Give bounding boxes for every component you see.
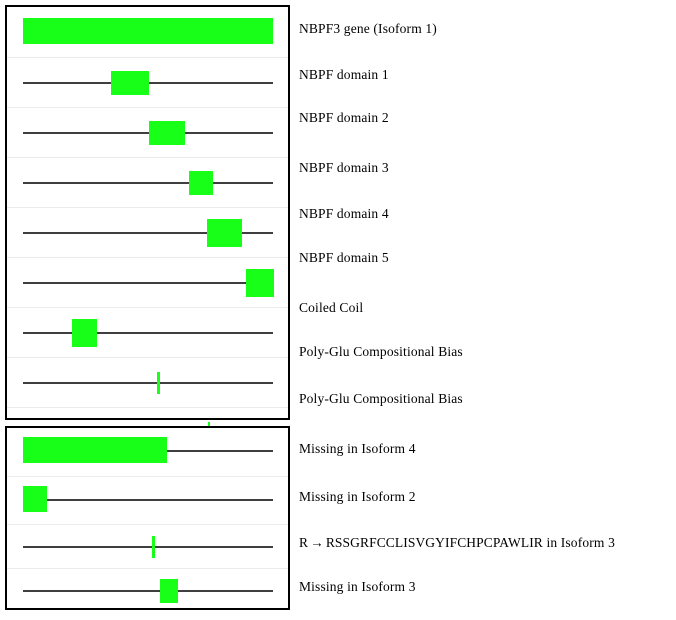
backbone-line	[23, 232, 273, 234]
feature-bar-missing-isoform-2[interactable]	[23, 486, 47, 512]
backbone-line	[23, 332, 273, 334]
label-nbpf-domain-1: NBPF domain 1	[299, 67, 389, 82]
label-coiled-coil: Coiled Coil	[299, 300, 364, 315]
backbone-line	[23, 546, 273, 548]
track-missing-isoform-4	[7, 428, 288, 476]
backbone-line	[23, 282, 273, 284]
feature-box-nbpf-domain-4[interactable]	[207, 219, 242, 247]
track-missing-isoform-2	[7, 477, 288, 524]
track-coiled-coil	[7, 308, 288, 357]
backbone-line	[23, 590, 273, 592]
feature-tick-poly-glu-1[interactable]	[157, 372, 160, 394]
label-substitution-isoform-3: R→RSSGRFCCLISVGYIFCHPCPAWLIR in Isoform …	[299, 536, 615, 550]
feature-row-substitution-isoform-3[interactable]	[7, 524, 288, 568]
backbone-line	[23, 182, 273, 184]
feature-box-nbpf-domain-5[interactable]	[246, 269, 274, 297]
track-nbpf-domain-2	[7, 108, 288, 157]
feature-row-nbpf-domain-1[interactable]	[7, 57, 288, 107]
feature-row-gene[interactable]	[7, 7, 288, 57]
backbone-line	[23, 382, 273, 384]
feature-box-nbpf-domain-3[interactable]	[189, 171, 213, 195]
track-nbpf-domain-4	[7, 208, 288, 257]
track-nbpf-domain-5	[7, 258, 288, 307]
feature-row-missing-isoform-3[interactable]	[7, 568, 288, 612]
label-missing-isoform-3: Missing in Isoform 3	[299, 579, 416, 594]
isoform-variation-panel	[5, 426, 290, 610]
label-nbpf-domain-3: NBPF domain 3	[299, 160, 389, 175]
track-gene	[7, 7, 288, 57]
feature-box-nbpf-domain-1[interactable]	[111, 71, 149, 95]
feature-bar-missing-isoform-4[interactable]	[23, 437, 167, 463]
track-missing-isoform-3	[7, 569, 288, 612]
feature-row-missing-isoform-4[interactable]	[7, 428, 288, 476]
track-nbpf-domain-1	[7, 58, 288, 107]
label-gene: NBPF3 gene (Isoform 1)	[299, 21, 437, 36]
feature-box-missing-isoform-3[interactable]	[160, 579, 178, 603]
track-nbpf-domain-3	[7, 158, 288, 207]
feature-row-coiled-coil[interactable]	[7, 307, 288, 357]
substitution-isoform-suffix: in Isoform 3	[546, 535, 615, 550]
arrow-icon: →	[310, 535, 324, 550]
track-poly-glu-1	[7, 358, 288, 407]
feature-bar-gene[interactable]	[23, 18, 273, 44]
substitution-sequence: RSSGRFCCLISVGYIFCHPCPAWLIR	[325, 535, 543, 550]
canonical-features-panel	[5, 5, 290, 444]
feature-row-nbpf-domain-4[interactable]	[7, 207, 288, 257]
feature-tick-substitution-isoform-3[interactable]	[152, 536, 155, 558]
label-missing-isoform-2: Missing in Isoform 2	[299, 489, 416, 504]
feature-row-missing-isoform-2[interactable]	[7, 476, 288, 524]
feature-row-nbpf-domain-2[interactable]	[7, 107, 288, 157]
backbone-line	[23, 132, 273, 134]
feature-row-poly-glu-1[interactable]	[7, 357, 288, 407]
backbone-line	[23, 499, 273, 501]
feature-box-coiled-coil[interactable]	[72, 319, 97, 347]
label-poly-glu-2: Poly-Glu Compositional Bias	[299, 391, 463, 406]
substitution-from-residue: R	[299, 535, 309, 550]
label-nbpf-domain-2: NBPF domain 2	[299, 110, 389, 125]
feature-row-nbpf-domain-3[interactable]	[7, 157, 288, 207]
label-nbpf-domain-4: NBPF domain 4	[299, 206, 389, 221]
label-poly-glu-1: Poly-Glu Compositional Bias	[299, 344, 463, 359]
feature-box-nbpf-domain-2[interactable]	[149, 121, 185, 145]
track-substitution-isoform-3	[7, 525, 288, 568]
label-nbpf-domain-5: NBPF domain 5	[299, 250, 389, 265]
feature-row-nbpf-domain-5[interactable]	[7, 257, 288, 307]
label-missing-isoform-4: Missing in Isoform 4	[299, 441, 416, 456]
